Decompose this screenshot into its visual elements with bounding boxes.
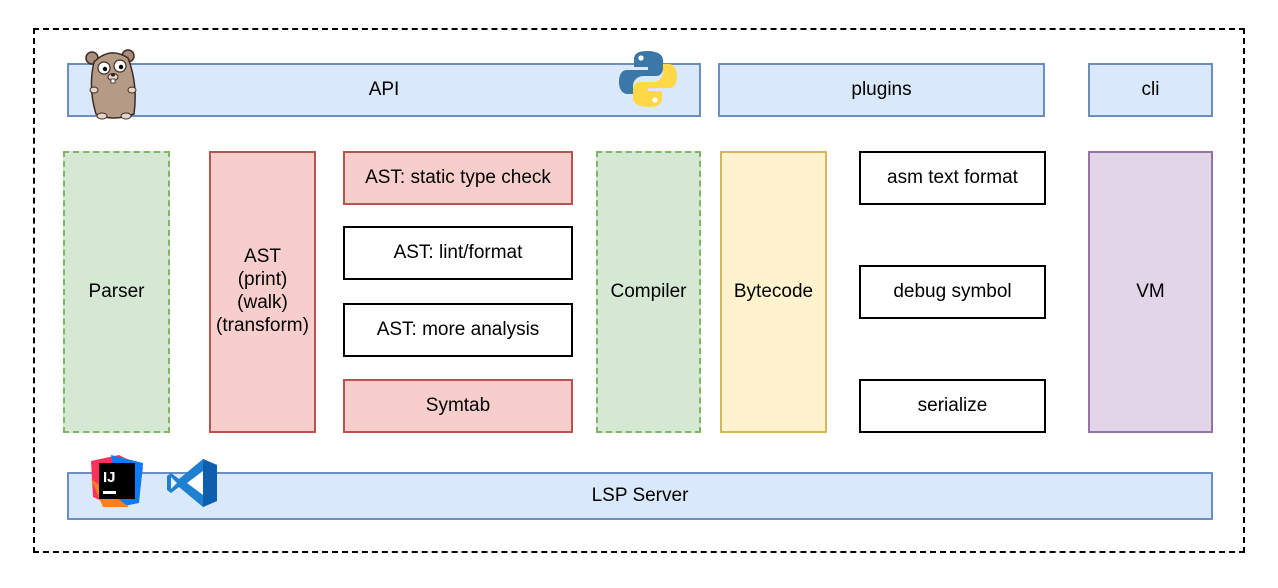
ast-lint-format-label: AST: lint/format <box>393 241 523 263</box>
ast-lint-format-box: AST: lint/format <box>343 226 573 280</box>
api-box: API <box>67 63 701 117</box>
serialize-label: serialize <box>917 394 988 416</box>
ast-static-type-check-box: AST: static type check <box>343 151 573 205</box>
parser-label: Parser <box>88 280 145 302</box>
compiler-box: Compiler <box>596 151 701 433</box>
ast-label: AST <box>244 246 281 268</box>
compiler-label: Compiler <box>610 280 687 302</box>
gopher-mascot-icon <box>85 49 137 120</box>
vm-label: VM <box>1136 280 1165 302</box>
debug-symbol-box: debug symbol <box>859 265 1046 319</box>
ast-box: AST (print) (walk) (transform) <box>209 151 316 433</box>
ast-static-type-check-label: AST: static type check <box>365 166 551 188</box>
lsp-server-box: LSP Server <box>67 472 1213 520</box>
ast-walk-label: (walk) <box>237 292 288 313</box>
ast-print-label: (print) <box>237 269 288 291</box>
ast-more-analysis-box: AST: more analysis <box>343 303 573 357</box>
vm-box: VM <box>1088 151 1213 433</box>
cli-box: cli <box>1088 63 1213 117</box>
architecture-frame <box>33 28 1245 553</box>
api-label: API <box>368 78 400 100</box>
plugins-box: plugins <box>718 63 1045 117</box>
intellij-idea-logo-icon: IJ <box>91 455 143 507</box>
ast-transform-label: (transform) <box>216 314 309 336</box>
ast-more-analysis-label: AST: more analysis <box>376 318 540 340</box>
symtab-label: Symtab <box>425 394 491 416</box>
python-logo-icon <box>619 51 677 107</box>
plugins-label: plugins <box>851 78 912 100</box>
lsp-server-label: LSP Server <box>591 484 689 506</box>
cli-label: cli <box>1141 78 1160 100</box>
parser-box: Parser <box>63 151 170 433</box>
debug-symbol-label: debug symbol <box>893 280 1012 302</box>
vscode-logo-icon <box>167 459 217 507</box>
serialize-box: serialize <box>859 379 1046 433</box>
symtab-box: Symtab <box>343 379 573 433</box>
bytecode-box: Bytecode <box>720 151 827 433</box>
asm-text-format-box: asm text format <box>859 151 1046 205</box>
intellij-mark-text: IJ <box>103 469 116 486</box>
bytecode-label: Bytecode <box>733 280 814 302</box>
asm-text-format-label: asm text format <box>887 166 1018 188</box>
